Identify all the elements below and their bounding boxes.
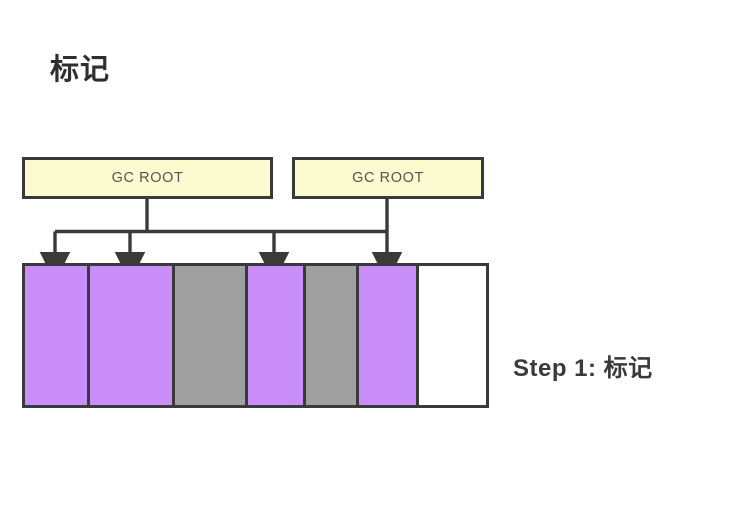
memory-block-6 xyxy=(359,266,419,405)
step-caption: Step 1: 标记 xyxy=(513,355,653,382)
memory-block-5 xyxy=(306,266,359,405)
memory-block-3 xyxy=(175,266,248,405)
gc-root-box-1: GC ROOT xyxy=(22,157,273,199)
memory-block-4 xyxy=(248,266,306,405)
heap-memory-row xyxy=(22,263,489,408)
memory-block-7 xyxy=(419,266,486,405)
gc-root-label-1: GC ROOT xyxy=(111,170,184,186)
memory-block-1 xyxy=(25,266,90,405)
page-title: 标记 xyxy=(50,54,111,86)
memory-block-2 xyxy=(90,266,175,405)
gc-root-label-2: GC ROOT xyxy=(352,170,424,186)
gc-root-box-2: GC ROOT xyxy=(292,157,484,199)
